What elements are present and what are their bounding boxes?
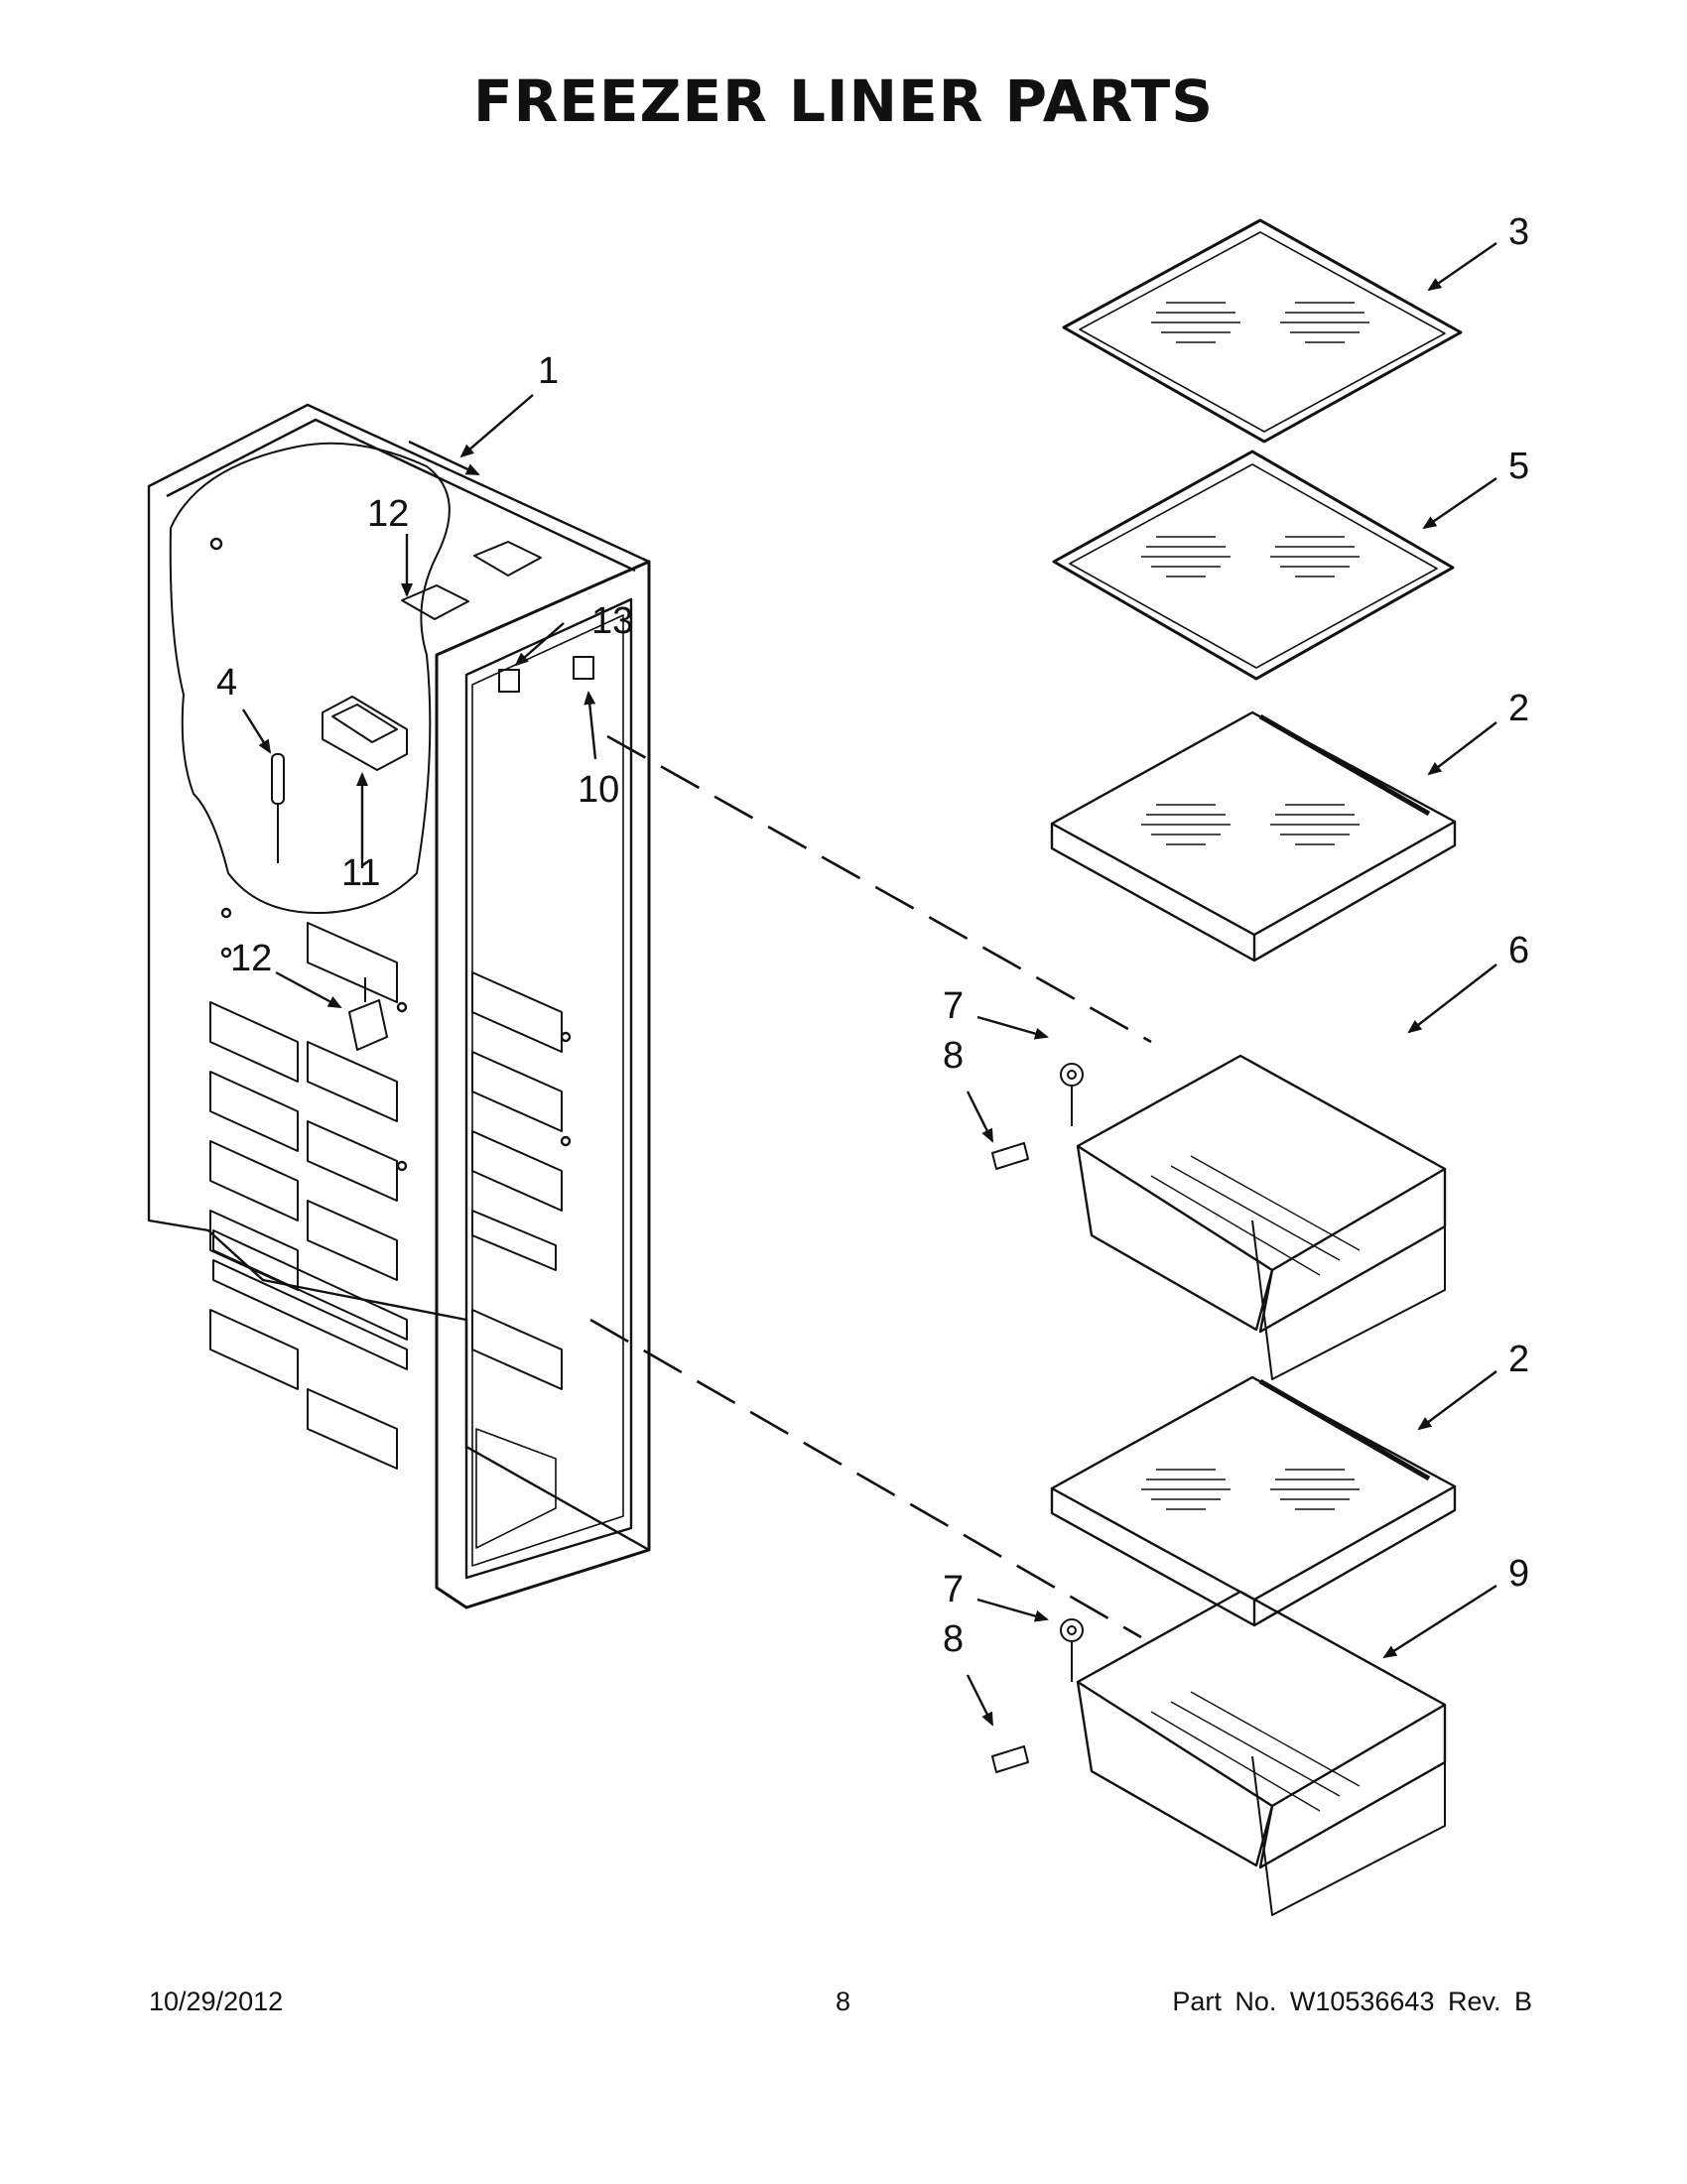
footer-date: 10/29/2012 [149, 1987, 284, 2016]
crisper-cover-lower [1050, 1375, 1457, 1627]
callout-10: 10 [578, 769, 619, 811]
callout-7-upper: 7 [943, 985, 964, 1027]
callout-9: 9 [1508, 1553, 1529, 1595]
callout-8-lower: 8 [943, 1618, 964, 1660]
callout-12-upper: 12 [367, 493, 409, 535]
callout-2-upper: 2 [1508, 688, 1529, 729]
callout-12-lower: 12 [230, 938, 272, 979]
footer-page-number: 8 [836, 1987, 851, 2016]
fan-pads-upper [401, 541, 542, 620]
callout-labels: 1 3 5 2 6 2 9 4 12 13 10 11 12 7 8 7 8 [216, 211, 1529, 1660]
callout-8-upper: 8 [943, 1035, 964, 1077]
callout-5: 5 [1508, 446, 1529, 487]
drawer-6 [1076, 1054, 1447, 1380]
footer-part-number: Part No. W10536643 Rev. B [1172, 1987, 1532, 2016]
freezer-liner [147, 403, 651, 1609]
rollers [991, 1063, 1084, 1773]
callout-6: 6 [1508, 930, 1529, 971]
callout-2-lower: 2 [1508, 1339, 1529, 1380]
callout-13: 13 [591, 600, 633, 642]
callout-7-lower: 7 [943, 1569, 964, 1610]
light-housing [322, 696, 408, 771]
callout-arrows [241, 242, 1497, 1727]
callout-1: 1 [538, 350, 559, 392]
glass-hatching [1140, 302, 1369, 1510]
callout-11: 11 [341, 852, 380, 894]
drawer-9 [1076, 1590, 1447, 1916]
callout-3: 3 [1508, 211, 1529, 253]
crisper-cover-upper [1050, 710, 1457, 963]
callout-4: 4 [216, 662, 237, 704]
dashed-leaders [589, 734, 1152, 1639]
page-title: FREEZER LINER PARTS [472, 67, 1215, 135]
sensor-bracket [348, 977, 388, 1051]
thermistor [271, 753, 285, 863]
glass-shelf-3 [1062, 218, 1463, 444]
shelf-clips [498, 656, 594, 693]
glass-shelf-5 [1052, 450, 1455, 681]
